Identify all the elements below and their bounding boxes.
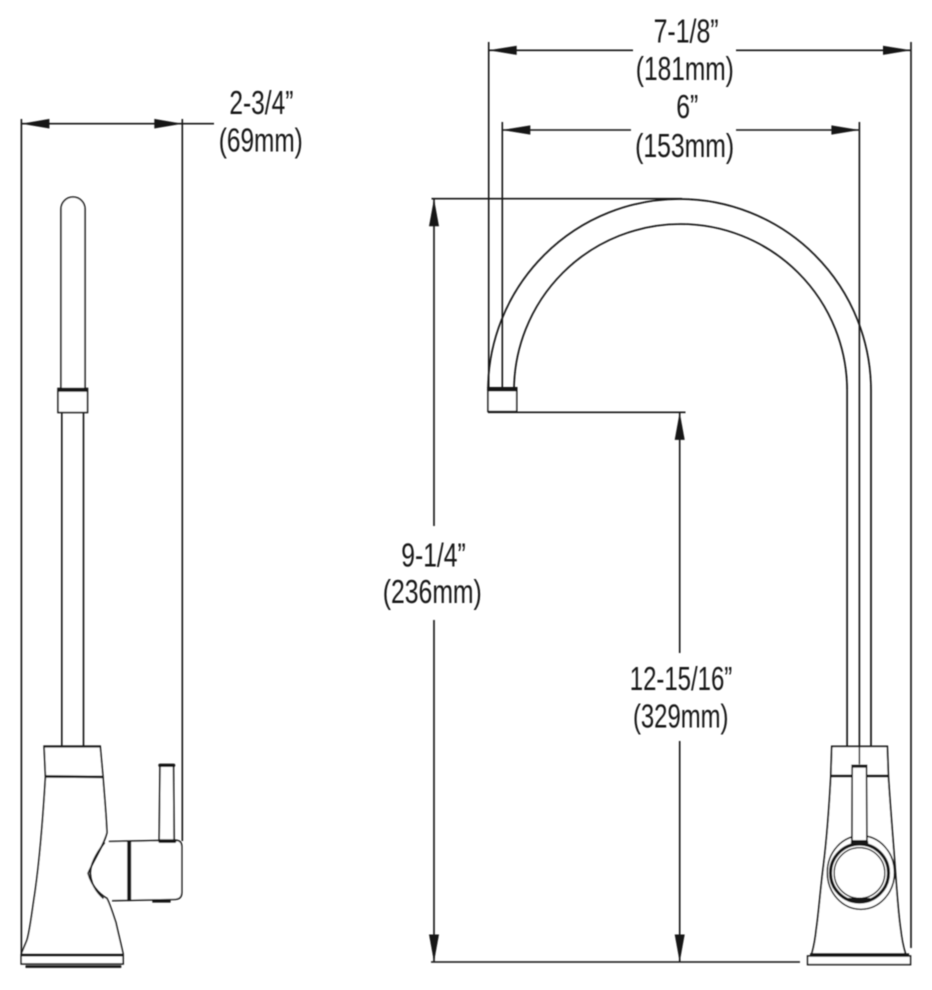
svg-text:(236mm): (236mm) [383,573,482,610]
svg-text:(181mm): (181mm) [636,50,734,87]
svg-text:9-1/4”: 9-1/4” [401,537,466,574]
svg-text:7-1/8”: 7-1/8” [654,12,719,49]
svg-text:(153mm): (153mm) [635,127,734,164]
svg-text:(69mm): (69mm) [219,122,303,159]
svg-text:12-15/16”: 12-15/16” [630,660,733,697]
svg-text:2-3/4”: 2-3/4” [229,84,293,121]
svg-text:(329mm): (329mm) [633,698,729,735]
svg-text:6”: 6” [676,88,698,125]
